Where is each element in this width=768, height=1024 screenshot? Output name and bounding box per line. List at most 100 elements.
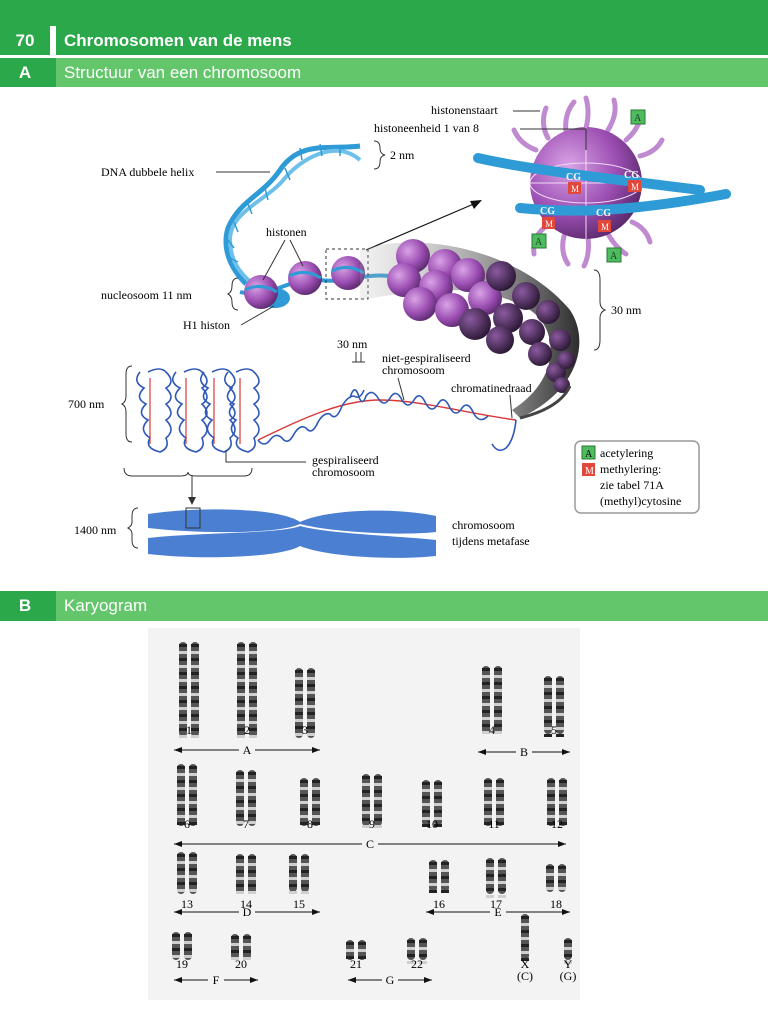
group-label: E [494, 905, 501, 919]
legend-a-mark: A [585, 449, 593, 460]
chromosome-label: X [521, 957, 530, 971]
cg-tag: CG [566, 172, 581, 183]
chromosome-structure-diagram: DNA dubbele helix 2 nm histonen nucleoso… [68, 95, 731, 558]
m-mark: M [601, 222, 609, 232]
label-30nm-top: 30 nm [337, 337, 368, 351]
cg-tag: CG [540, 206, 555, 217]
chromosome-5 [544, 676, 564, 737]
chromosome-label: 7 [243, 817, 249, 831]
label-h1-histon: H1 histon [183, 318, 230, 332]
chromosome-22 [407, 938, 427, 964]
chromosome-label: 19 [176, 957, 188, 971]
chromosome-8 [300, 778, 320, 826]
histone-octamer [473, 95, 731, 269]
chromosome-19 [172, 932, 192, 960]
section-b-title: Karyogram [56, 591, 768, 621]
chromosome-label: 6 [184, 817, 190, 831]
section-b-header: B Karyogram [0, 591, 768, 621]
chromosome-label: 15 [293, 897, 305, 911]
label-niet-gespiraliseerd-2: chromosoom [382, 363, 445, 377]
chromosome-label: 9 [369, 817, 375, 831]
group-label: G [386, 973, 395, 987]
chromosome-label: 11 [488, 817, 500, 831]
chromosome-1 [179, 642, 199, 738]
chromosome-16 [429, 860, 449, 893]
chromosome-label: 3 [302, 723, 308, 737]
sex-chromosome-group: (G) [560, 969, 577, 983]
metaphase-chromosome [148, 509, 436, 558]
label-metafase: chromosoom [452, 518, 515, 532]
label-gespiraliseerd-2: chromosoom [312, 465, 375, 479]
chromosome-label: 16 [433, 897, 445, 911]
chromosome-label: 5 [551, 723, 557, 737]
chromosome-12 [547, 778, 567, 826]
page-number: 70 [15, 31, 35, 50]
chromosome-18 [546, 864, 566, 892]
chromosome-label: 21 [350, 957, 362, 971]
label-histonen: histonen [266, 225, 307, 239]
section-a-letter: A [0, 58, 50, 87]
label-nucleosoom: nucleosoom 11 nm [101, 288, 193, 302]
legend-methylering: methylering: [600, 462, 661, 476]
label-dna-helix: DNA dubbele helix [101, 165, 194, 179]
dna-helix [223, 143, 362, 288]
chromosome-20 [231, 934, 251, 960]
legend: A acetylering M methylering: zie tabel 7… [574, 440, 700, 514]
chromosome-14 [236, 854, 256, 894]
chromosome-13 [177, 852, 197, 894]
chromosome-label: 13 [181, 897, 193, 911]
legend-cytosine: (methyl)cytosine [600, 494, 681, 508]
chromosome-11 [484, 778, 504, 826]
chromosome-label: Y [564, 957, 573, 971]
chromosome-label: 8 [307, 817, 313, 831]
chromosome-4 [482, 666, 502, 734]
a-mark: A [610, 251, 618, 262]
chromosome-label: 17 [490, 897, 502, 911]
methyl-marks [542, 180, 641, 232]
cg-tag: CG [624, 170, 639, 181]
chromosome-label: 14 [240, 897, 252, 911]
chromatin-thread [257, 385, 572, 452]
label-chromatinedraad: chromatinedraad [451, 381, 532, 395]
spiralized-chromosome [136, 368, 260, 453]
label-gespiraliseerd: gespiraliseerd [312, 453, 379, 467]
m-mark: M [571, 184, 579, 194]
group-label: C [366, 837, 374, 851]
label-niet-gespiraliseerd: niet-gespiraliseerd [382, 351, 471, 365]
page-title: Chromosomen van de mens [64, 31, 292, 50]
label-700nm: 700 nm [68, 397, 105, 411]
label-30nm-right: 30 nm [611, 303, 642, 317]
chromatin-fiber-30nm [360, 239, 580, 418]
chromosome-x [521, 914, 529, 961]
chromosome-y [564, 938, 572, 964]
m-mark: M [631, 182, 639, 192]
group-label: D [243, 905, 252, 919]
a-mark: A [634, 113, 642, 124]
legend-tabel: zie tabel 71A [600, 478, 664, 492]
sex-chromosome-group: (C) [517, 969, 533, 983]
chromosome-label: 1 [186, 723, 192, 737]
karyogram-chromosomes [172, 642, 572, 964]
chromosome-9 [362, 774, 382, 828]
a-mark: A [535, 237, 543, 248]
chromosome-2 [237, 642, 257, 738]
group-label: A [243, 743, 252, 757]
label-histoneenheid: histoneenheid 1 van 8 [374, 121, 479, 135]
chromosome-label: 10 [426, 817, 438, 831]
section-a-title: Structuur van een chromosoom [56, 58, 768, 87]
section-b-letter: B [18, 596, 32, 615]
chromosome-label: 2 [244, 723, 250, 737]
label-histonenstaart: histonenstaart [431, 103, 498, 117]
label-metafase-2: tijdens metafase [452, 534, 530, 548]
chromosome-10 [422, 780, 442, 827]
chromosome-7 [236, 770, 256, 826]
acetyl-marks [531, 109, 646, 263]
chromosome-3 [295, 668, 315, 738]
chromosome-17 [486, 858, 506, 898]
group-label: F [213, 973, 220, 987]
label-1400nm: 1400 nm [74, 523, 117, 537]
cg-tag: CG [596, 208, 611, 219]
chromosome-label: 18 [550, 897, 562, 911]
label-2nm: 2 nm [390, 148, 415, 162]
